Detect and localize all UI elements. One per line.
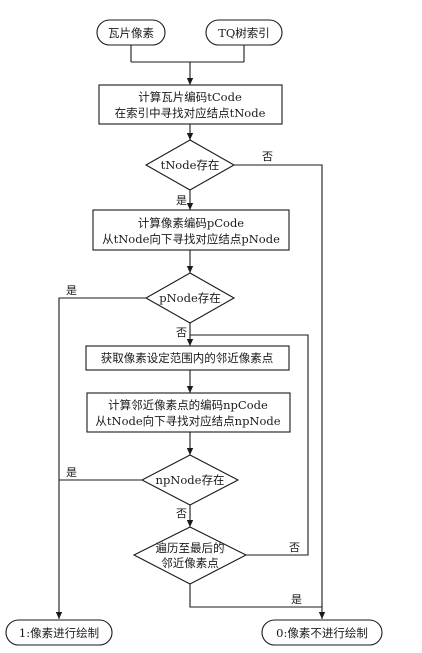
decision-pnode-exists: pNode存在	[144, 272, 236, 324]
label-pnode-yes: 是	[66, 284, 77, 297]
label-last-yes: 是	[291, 593, 302, 606]
process-pixel-code: 计算像素编码pCode 从tNode向下寻找对应结点pNode	[92, 209, 290, 251]
process-tile-code-line1: 计算瓦片编码tCode	[138, 90, 242, 104]
edge-tnode-no	[234, 164, 326, 619]
label-npnode-yes: 是	[66, 466, 77, 479]
label-pnode-no: 否	[176, 326, 187, 339]
process-neighbor-code-line2: 从tNode向下寻找对应结点npNode	[95, 414, 280, 428]
decision-pnode-exists-label: pNode存在	[159, 291, 221, 305]
branch-labels: 否 是 是 否 是 否 否 是	[66, 150, 302, 606]
decision-last-neighbor-line2: 邻近像素点	[161, 556, 219, 570]
terminal-draw: 1:像素进行绘制	[5, 619, 113, 646]
terminal-no-draw-label: 0:像素不进行绘制	[276, 626, 368, 640]
process-get-neighbors: 获取像素设定范围内的邻近像素点	[85, 345, 290, 371]
decision-npnode-exists: npNode存在	[140, 454, 240, 506]
edge-pnode-yes	[55, 297, 146, 619]
label-tnode-yes: 是	[176, 194, 187, 207]
terminal-tq-tree-index-label: TQ树索引	[218, 26, 270, 40]
decision-tnode-exists: tNode存在	[144, 139, 236, 191]
terminal-tile-pixel-label: 瓦片像素	[108, 26, 154, 40]
process-neighbor-code: 计算邻近像素点的编码npCode 从tNode向下寻找对应结点npNode	[86, 392, 291, 433]
connectors	[55, 45, 326, 619]
decision-last-neighbor-line1: 遍历至最后的	[156, 541, 225, 555]
decision-last-neighbor: 遍历至最后的 邻近像素点	[132, 526, 248, 585]
terminal-tq-tree-index: TQ树索引	[205, 19, 283, 46]
process-get-neighbors-label: 获取像素设定范围内的邻近像素点	[101, 351, 274, 365]
process-tile-code: 计算瓦片编码tCode 在索引中寻找对应结点tNode	[98, 84, 283, 125]
process-pixel-code-line2: 从tNode向下寻找对应结点pNode	[102, 232, 280, 246]
edge-loop-back	[190, 334, 309, 556]
label-npnode-no: 否	[176, 507, 187, 520]
decision-tnode-exists-label: tNode存在	[161, 158, 220, 172]
terminal-draw-label: 1:像素进行绘制	[19, 626, 99, 640]
process-tile-code-line2: 在索引中寻找对应结点tNode	[115, 106, 266, 120]
label-tnode-no: 否	[262, 150, 273, 163]
terminal-no-draw: 0:像素不进行绘制	[261, 619, 383, 646]
process-neighbor-code-line1: 计算邻近像素点的编码npCode	[108, 398, 268, 412]
decision-npnode-exists-label: npNode存在	[156, 473, 225, 487]
edge-last-yes	[189, 584, 322, 608]
label-last-no: 否	[289, 541, 300, 554]
terminal-tile-pixel: 瓦片像素	[96, 19, 166, 46]
process-pixel-code-line1: 计算像素编码pCode	[138, 216, 244, 230]
